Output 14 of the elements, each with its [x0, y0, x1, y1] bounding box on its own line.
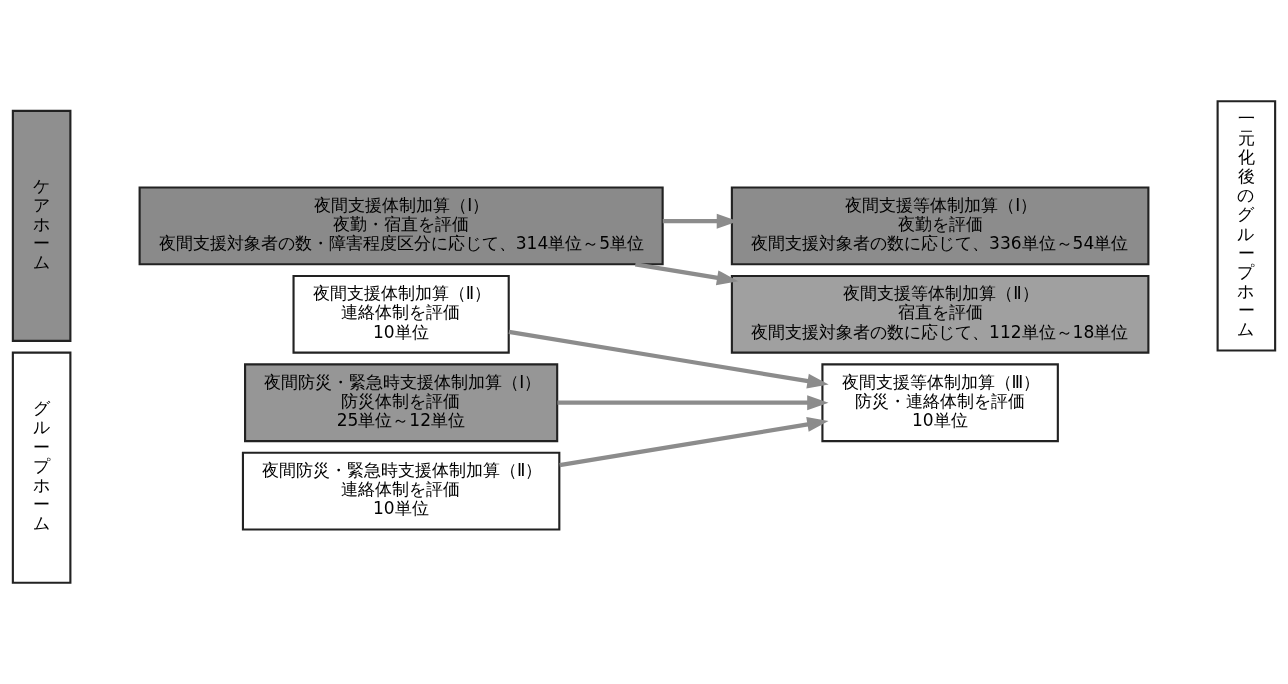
- node-box: ケアホーム: [11, 109, 72, 342]
- node-box: グループホーム: [11, 351, 72, 584]
- node-box: 夜間支援等体制加算（Ⅲ） 防災・連絡体制を評価 10単位: [821, 363, 1059, 443]
- arrow: [559, 417, 829, 468]
- node-box: 一元化後のグループホーム: [1216, 100, 1277, 352]
- arrow: [557, 395, 829, 411]
- arrow: [635, 262, 739, 286]
- node-box: 夜間支援等体制加算（Ⅰ） 夜勤を評価 夜間支援対象者の数に応じて、336単位～54単位: [730, 186, 1150, 266]
- arrow: [508, 329, 829, 389]
- node-box: 夜間防災・緊急時支援体制加算（Ⅰ） 防災体制を評価 25単位～12単位: [244, 363, 559, 443]
- node-box: 夜間支援等体制加算（Ⅱ） 宿直を評価 夜間支援対象者の数に応じて、112単位～18単位: [730, 274, 1150, 354]
- node-box: 夜間防災・緊急時支援体制加算（Ⅱ） 連絡体制を評価 10単位: [241, 451, 561, 531]
- node-box: 夜間支援体制加算（Ⅰ） 夜勤・宿直を評価 夜間支援対象者の数・障害程度区分に応じて、314単位～5単位: [138, 186, 664, 266]
- node-box: 夜間支援体制加算（Ⅱ） 連絡体制を評価 10単位: [292, 274, 510, 354]
